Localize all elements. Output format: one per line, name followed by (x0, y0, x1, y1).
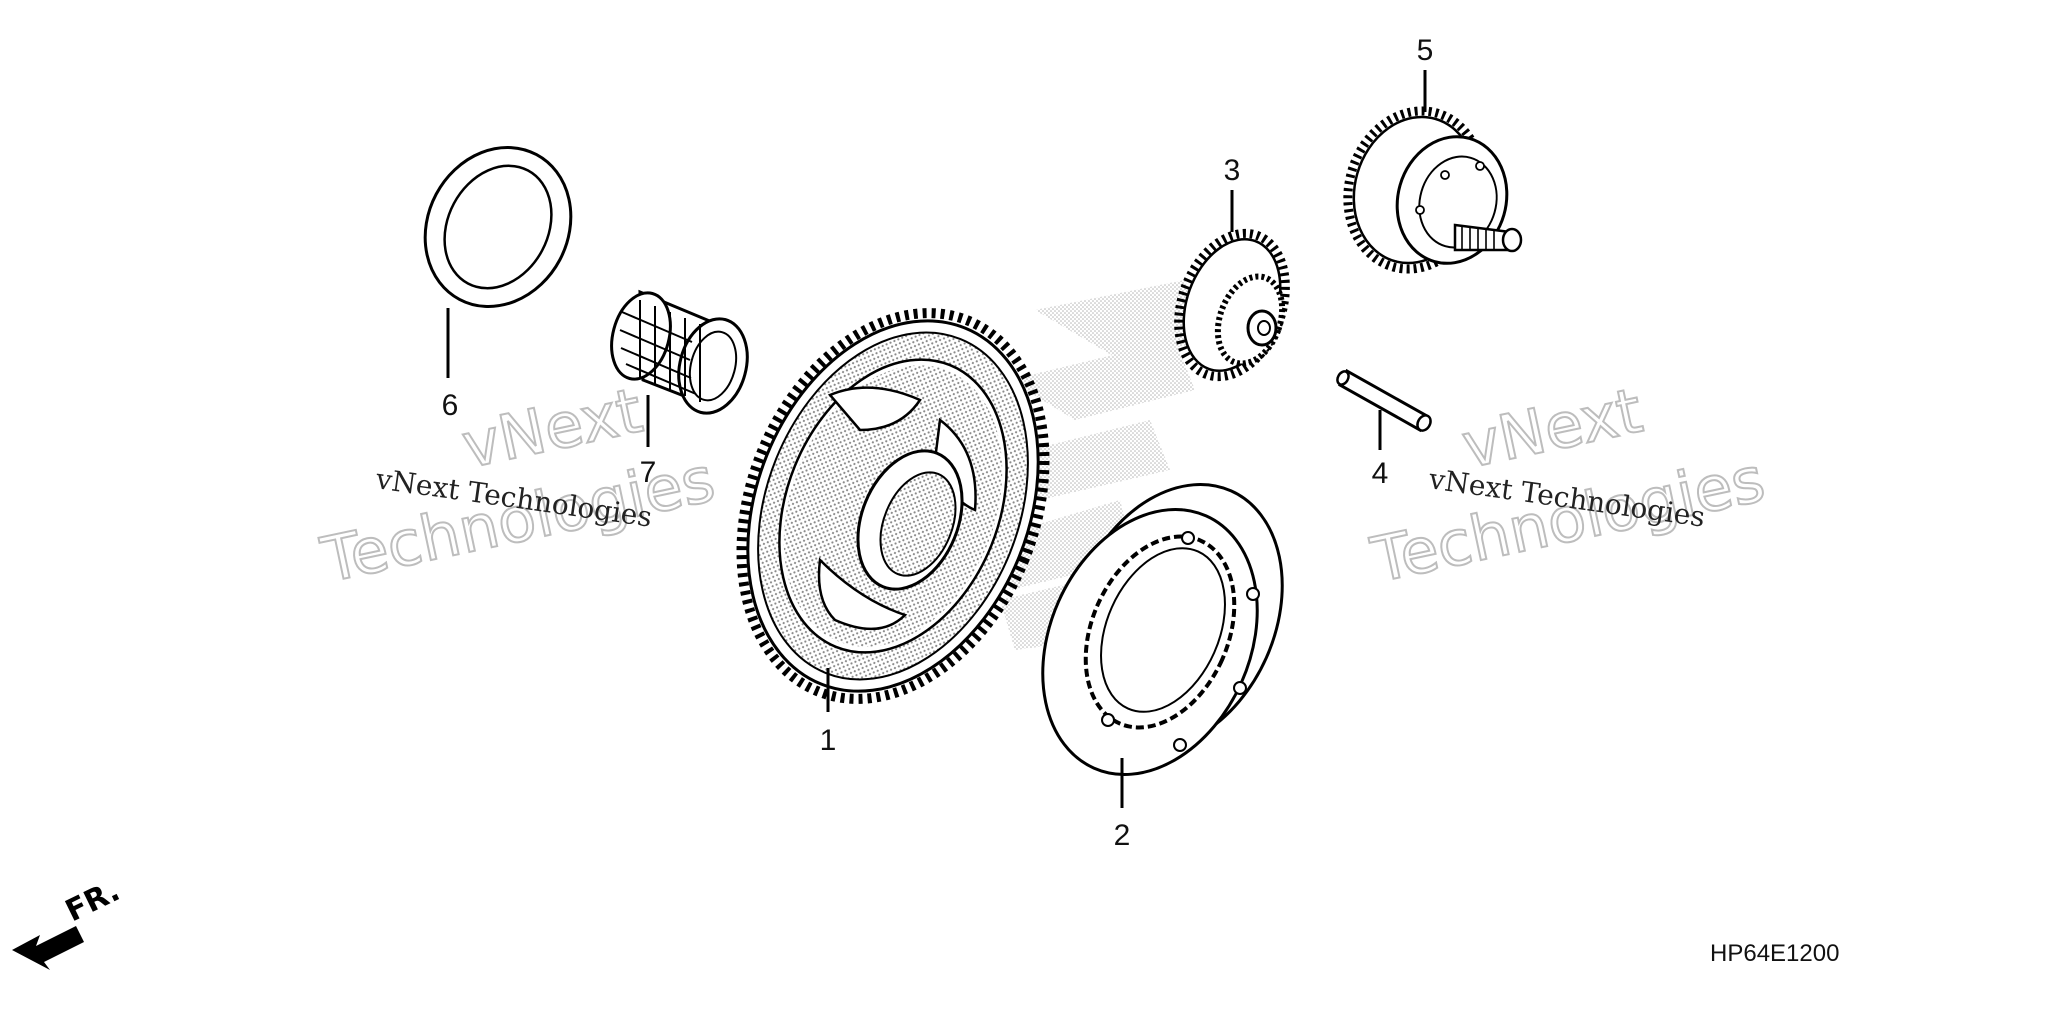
callout-3: 3 (1224, 154, 1241, 187)
front-direction-indicator: FR. (12, 873, 125, 970)
arrow-left-icon (12, 926, 84, 970)
driven-gear-icon[interactable] (686, 267, 1099, 744)
callout-7: 7 (640, 456, 657, 489)
background-wing-logo (985, 280, 1210, 650)
watermark-brand-large: vNext (1456, 374, 1648, 483)
watermark-right: vNext Technologies vNext Technologies (1364, 373, 1772, 598)
callout-2: 2 (1114, 819, 1131, 852)
one-way-clutch-icon[interactable] (1003, 450, 1323, 808)
leader-lines (446, 70, 1427, 808)
callout-1: 1 (820, 724, 837, 757)
callout-4: 4 (1372, 457, 1389, 490)
drawing-code: HP64E1200 (1710, 940, 1839, 967)
needle-bearing-icon[interactable] (603, 286, 758, 421)
callout-6: 6 (442, 389, 459, 422)
front-label: FR. (60, 873, 125, 929)
watermark-left: vNext Technologies vNext Technologies (314, 373, 722, 598)
watermark-word-large: Technologies (1365, 442, 1771, 596)
thrust-washer-icon[interactable] (398, 122, 599, 333)
callout-labels: 1 2 3 4 5 6 7 (442, 34, 1434, 852)
gear-shaft-icon[interactable] (1335, 368, 1433, 433)
callout-5: 5 (1417, 34, 1434, 67)
reduction-gear-icon[interactable] (1160, 218, 1305, 391)
starter-gear-assembly-icon[interactable] (1330, 95, 1523, 285)
